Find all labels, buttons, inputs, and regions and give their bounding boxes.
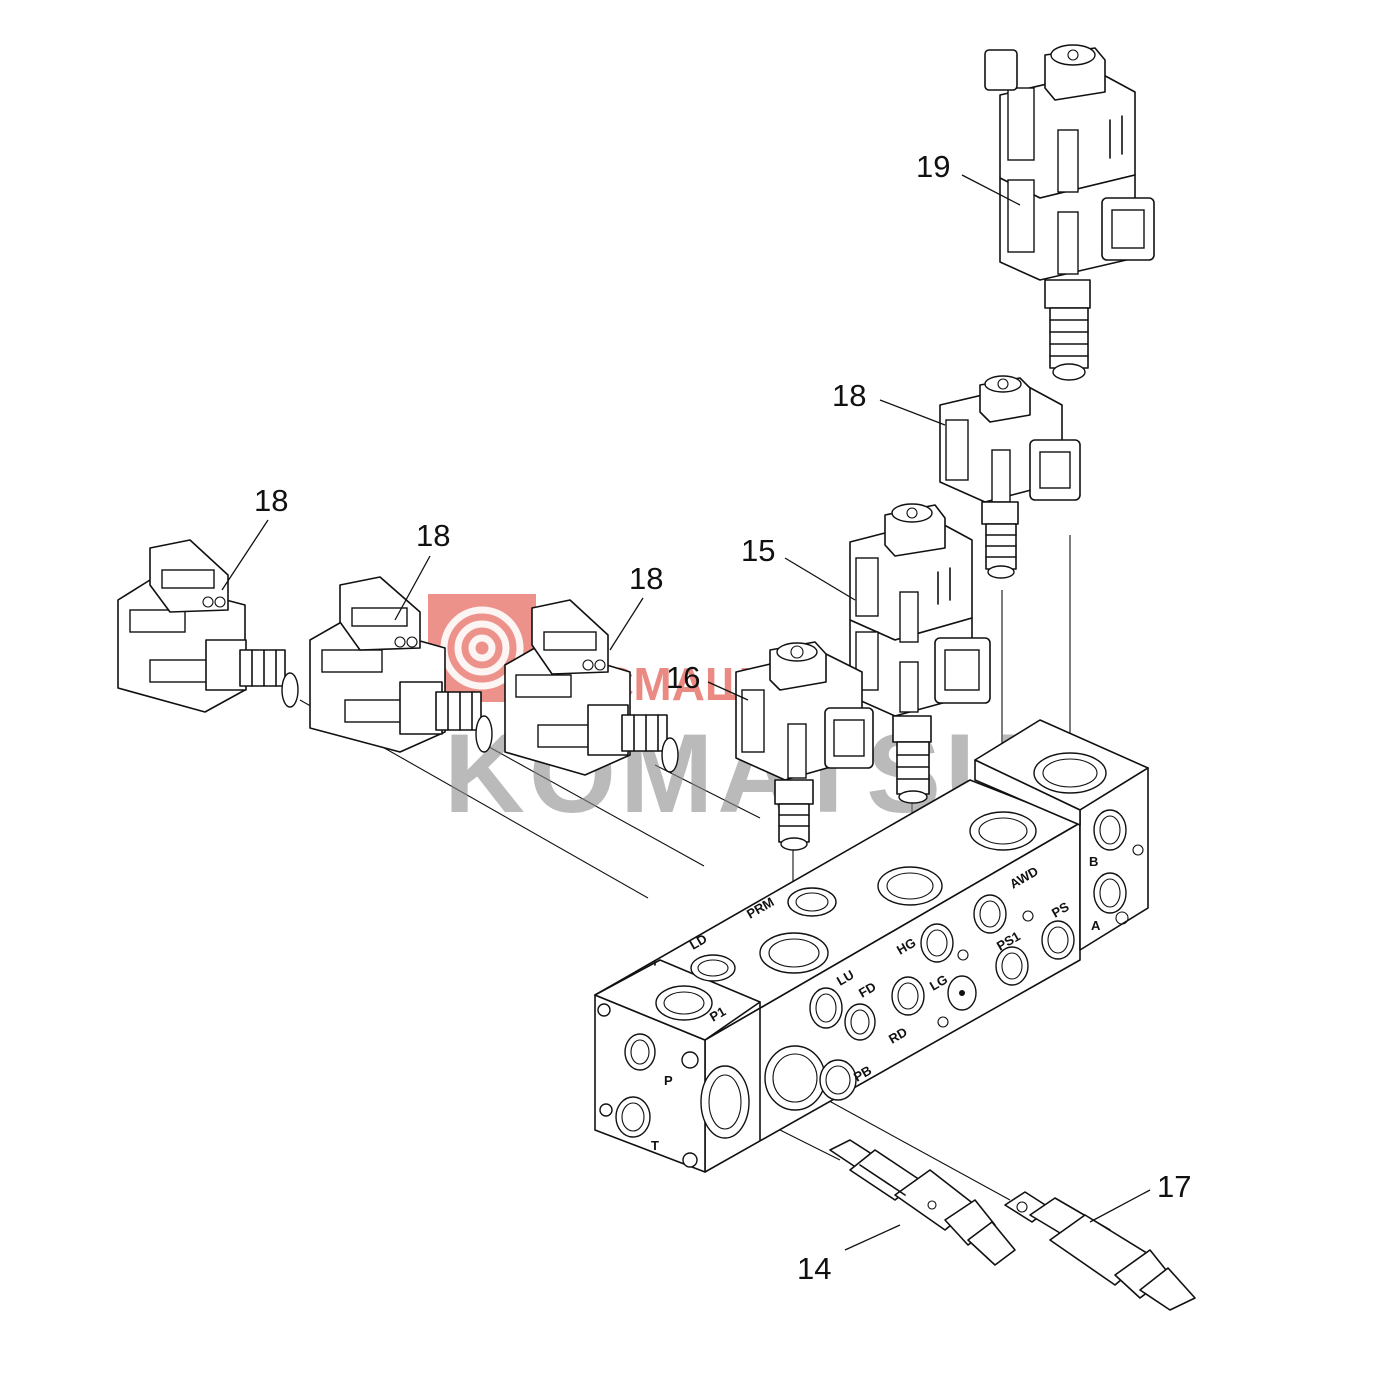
callout-17: 17: [1157, 1169, 1191, 1204]
callout-19: 19: [916, 149, 950, 184]
endcap-ports: [1093, 809, 1144, 925]
end-ports: [597, 1003, 750, 1168]
solenoid-valve-18-left: [117, 539, 299, 713]
callout-18-middle: 18: [416, 518, 450, 553]
callout-18-top: 18: [832, 378, 866, 413]
relief-valve-17: [1004, 1191, 1196, 1311]
solenoid-valve-16: [735, 641, 874, 851]
top-ports: [655, 752, 1107, 1021]
port-label-a: A: [1091, 918, 1101, 933]
callout-16: 16: [666, 660, 700, 695]
callout-18-left: 18: [254, 483, 288, 518]
callout-15: 15: [741, 533, 775, 568]
port-label-t: T: [651, 1138, 659, 1153]
solenoid-valve-19: [984, 44, 1155, 381]
solenoid-valve-18-middle: [309, 576, 493, 753]
assembly-lines: [299, 535, 1071, 1201]
valve-manifold: LD PRM AWD PS HG PS1 LU FD LG RD P1 PB P…: [594, 719, 1149, 1173]
solenoid-valve-18-top: [939, 375, 1081, 579]
callout-leaders: [221, 174, 1151, 1251]
front-ports: [764, 894, 1075, 1111]
callout-18-right: 18: [629, 561, 663, 596]
solenoid-valve-18-right: [504, 599, 679, 776]
port-label-b: B: [1089, 854, 1098, 869]
port-label-p: P: [664, 1073, 673, 1088]
callout-numbers: 19 18 15 16 18 18 18 17 14: [254, 149, 1191, 1286]
port-label-p1: P1: [707, 1004, 728, 1025]
solenoid-valve-15: [849, 503, 991, 804]
callout-14: 14: [797, 1251, 831, 1286]
relief-valve-14: [829, 1139, 1016, 1266]
